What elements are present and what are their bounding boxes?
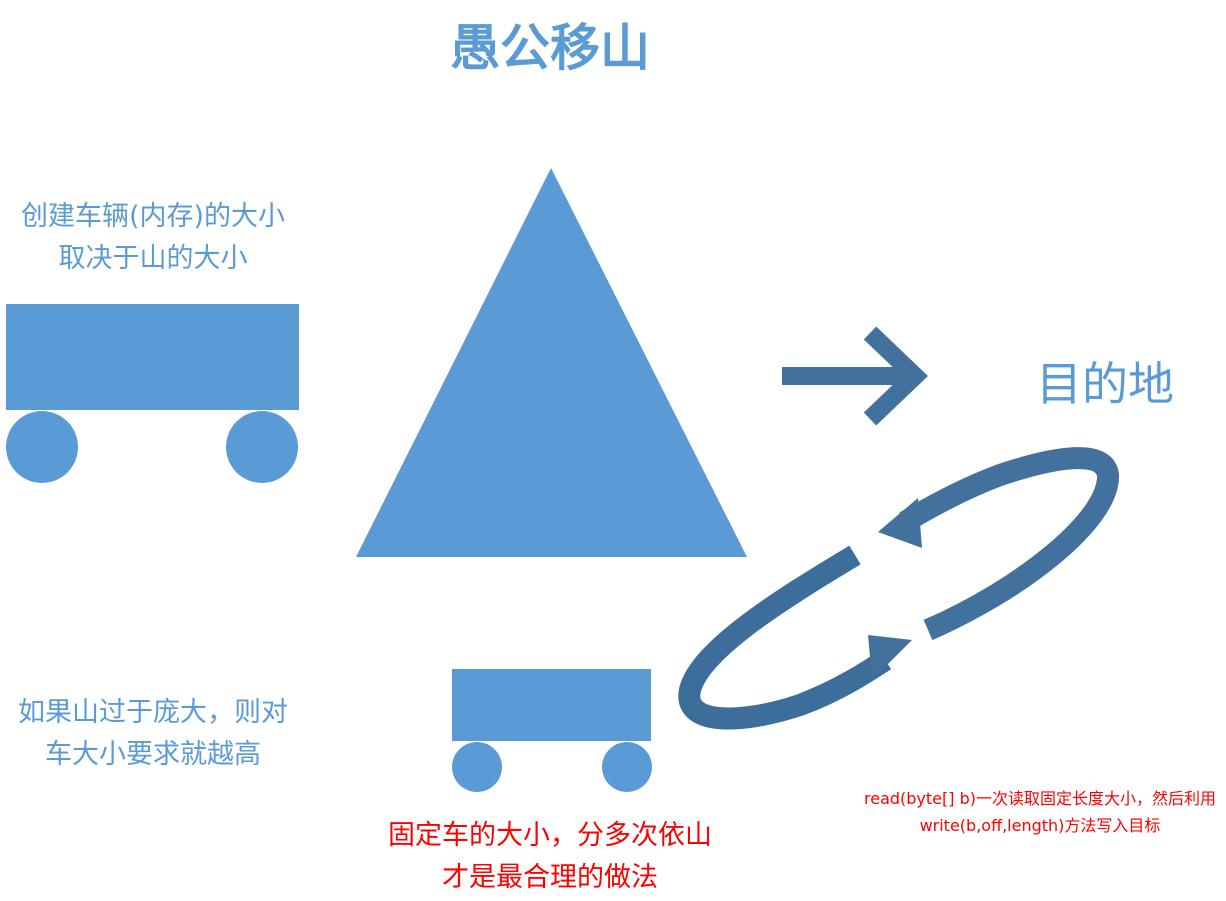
large-cart: [6, 304, 299, 483]
large-cart-body: [6, 304, 299, 410]
loop-arrows-icon: [678, 447, 1119, 730]
small-cart-left-wheel: [452, 742, 502, 792]
note-fixed-cart: 固定车的大小，分多次依山才是最合理的做法: [388, 820, 712, 893]
page-title: 愚公移山: [450, 19, 650, 77]
note-large-mountain: 如果山过于庞大，则对车大小要求就越高: [18, 697, 288, 770]
destination-label: 目的地: [1036, 357, 1174, 411]
small-cart-right-wheel: [602, 742, 652, 792]
note-large-cart: 创建车辆(内存)的大小取决于山的大小: [20, 201, 286, 274]
large-cart-right-wheel: [226, 411, 298, 483]
mountain-triangle: [356, 168, 747, 557]
small-cart-body: [452, 669, 651, 741]
right-arrow-icon: [782, 326, 929, 426]
large-cart-left-wheel: [6, 411, 78, 483]
small-cart: [452, 669, 652, 792]
note-read-write: read(byte[] b)一次读取固定长度大小，然后利用write(b,off…: [864, 789, 1216, 835]
